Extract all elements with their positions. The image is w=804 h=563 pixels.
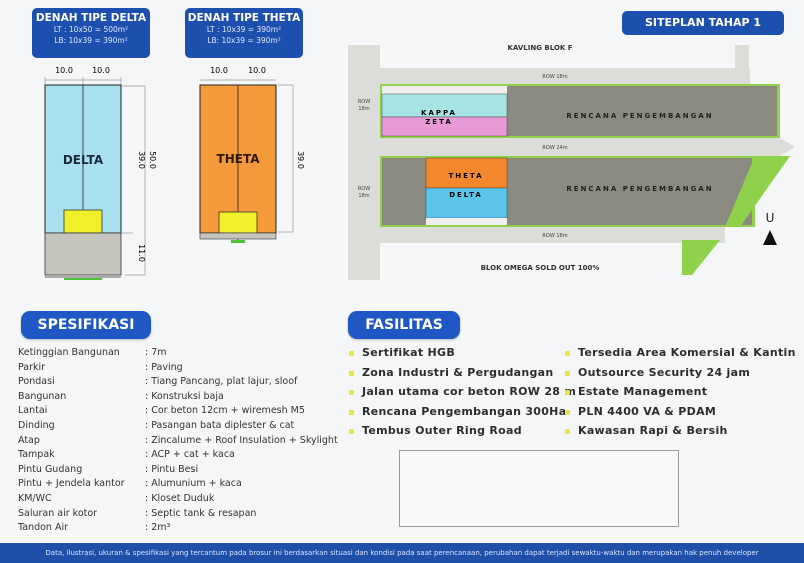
spec-value: : Zincalume + Roof Insulation + Skylight [145,434,338,446]
north-arrow-icon [763,230,777,245]
blok-omega-label: BLOK OMEGA SOLD OUT 100% [481,264,600,272]
facility-item: Kawasan Rapi & Bersih [565,424,728,438]
facility-item: Zona Industri & Pergudangan [349,365,554,379]
theta-width-1: 10.0 [210,66,228,75]
spec-value: : Kloset Duduk [145,493,215,504]
block-zeta [381,116,508,137]
spec-value: : 2m³ [145,522,171,534]
delta-width-1: 10.0 [55,66,73,75]
floor-plans: 10.0 10.0 DELTA 39.0 50.0 11.0 10.0 10.0… [44,66,305,280]
road-middle-label: ROW 24m [542,145,567,151]
siteplan-map: KAVLING BLOK F ROW 18m ROW 24m ROW 18m R… [348,44,795,280]
theta-width-2: 10.0 [248,66,266,75]
spec-key: Pintu + Jendela kantor [18,478,125,490]
spec-value: : Cor beton 12cm + wiremesh M5 [145,405,305,417]
spec-key: KM/WC [18,493,52,504]
spec-key: Parkir [18,361,46,373]
spec-key: Dinding [18,420,55,431]
blank-box [399,450,679,527]
delta-dim-11: 11.0 [137,244,146,262]
fasilitas-title: FASILITAS [348,311,460,339]
theta-header: DENAH TIPE THETA LT : 10x39 = 390m² LB: … [185,8,303,58]
block-delta [425,187,508,219]
facility-item: Rencana Pengembangan 300Ha [348,404,567,418]
road-middle [380,138,795,156]
dev1-label: RENCANA PENGEMBANGAN [566,112,713,120]
road-left-label-2b: 18m [358,193,369,199]
siteplan-title: SITEPLAN TAHAP 1 [644,16,762,29]
road-left-label-2: ROW [358,186,370,192]
delta-dim-39: 39.0 [137,151,146,169]
spec-key: Atap [18,434,40,446]
road-bottom-label: ROW 18m [542,233,567,239]
spec-key: Ketinggian Bangunan [18,347,120,358]
north-label: U [766,211,775,225]
block-theta [425,157,508,189]
delta-plan: 10.0 10.0 DELTA 39.0 50.0 11.0 [44,66,157,280]
facility-item: Estate Management [564,385,708,399]
facility-item: Sertifikat HGB [348,346,456,359]
theta-plan: 10.0 10.0 THETA 39.0 [199,66,305,243]
dev2-label: RENCANA PENGEMBANGAN [566,185,713,193]
spec-key: Pintu Gudang [18,463,83,475]
delta-label: DELTA [63,153,104,167]
delta-lt: LT : 10x50 = 500m² [53,25,129,34]
theta-dim-39: 39.0 [296,151,305,169]
kavling-label: KAVLING BLOK F [507,44,572,52]
spec-value: : Pasangan bata diplester & cat [145,420,295,431]
facility-item: Jalan utama cor beton ROW 28 m [348,385,577,399]
spec-key: Saluran air kotor [18,507,98,519]
theta-label: THETA [217,152,261,166]
facility-item: Tersedia Area Komersial & Kantin [565,346,796,359]
spec-key: Pondasi [18,376,55,388]
theta-block-label: THETA [448,172,483,180]
facility-item: PLN 4400 VA & PDAM [564,404,717,418]
spec-value: : Konstruksi baja [145,390,224,402]
spec-value: : Tiang Pancang, plat lajur, sloof [145,376,298,388]
spec-key: Tampak [18,449,55,461]
footer-disclaimer: Data, ilustrasi, ukuran & spesifikasi ya… [0,543,804,563]
spesifikasi-title: SPESIFIKASI [21,311,151,339]
zeta-label: ZETA [425,118,453,126]
road-left [348,45,380,280]
spec-key: Lantai [18,405,48,417]
delta-block-label: DELTA [449,191,483,199]
theta-lt: LT : 10x39 = 390m² [206,25,282,34]
delta-dim-50: 50.0 [148,151,157,169]
spec-key: Bangunan [18,390,67,402]
theta-lb: LB: 10x39 = 390m² [207,36,281,45]
road-top-label: ROW 18m [542,74,567,80]
delta-title: DENAH TIPE DELTA [35,12,147,24]
spec-value: : Alumunium + kaca [145,478,242,490]
theta-title: DENAH TIPE THETA [187,12,301,24]
kappa-label: KAPPA [421,109,457,117]
facility-item: Tembus Outer Ring Road [349,424,522,438]
road-left-label-1b: 18m [358,106,369,112]
road-left-label-1: ROW [358,99,370,105]
road-top [380,68,750,84]
spec-key: Tandon Air [18,522,69,534]
spec-value: : Septic tank & resapan [145,507,257,519]
spec-value: : ACP + cat + kaca [145,449,235,461]
delta-width-2: 10.0 [92,66,110,75]
facility-item: Outsource Security 24 jam [564,365,751,379]
spec-value: : Pintu Besi [145,463,199,475]
delta-lb: LB: 10x39 = 390m² [54,36,128,45]
siteplan-title-box: SITEPLAN TAHAP 1 [622,11,784,35]
delta-header: DENAH TIPE DELTA LT : 10x50 = 500m² LB: … [32,8,150,58]
spec-value: : 7m [145,347,167,358]
spec-value: : Paving [145,361,183,373]
road-bottom [380,227,725,243]
